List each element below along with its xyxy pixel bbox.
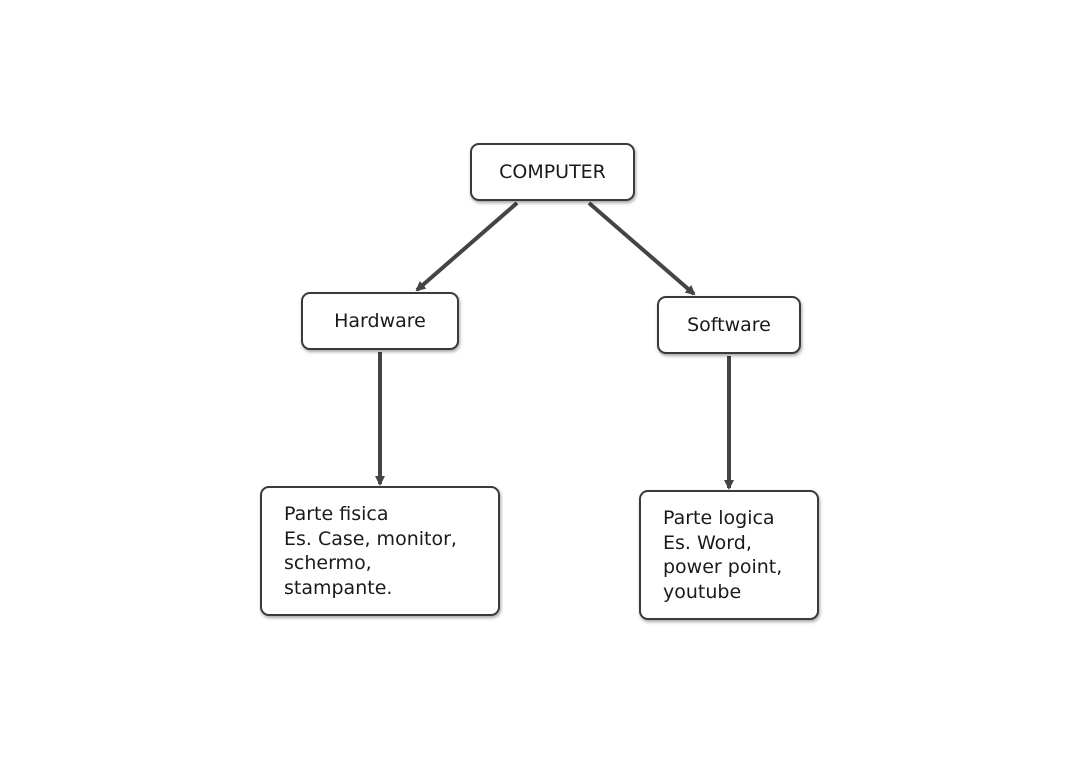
node-hardware-label: Hardware <box>334 310 426 332</box>
hardware-detail-line: schermo, <box>284 552 372 574</box>
node-software-label: Software <box>687 314 771 336</box>
node-software-detail: Parte logica Es. Word, power point, yout… <box>639 490 819 620</box>
software-detail-line: power point, <box>663 556 783 578</box>
node-computer: COMPUTER <box>470 143 635 201</box>
software-detail-line: Parte logica <box>663 507 775 529</box>
hardware-detail-line: stampante. <box>284 576 393 599</box>
software-detail-line: youtube <box>663 580 742 603</box>
arrow-computer-to-software <box>587 201 696 296</box>
node-software: Software <box>657 296 801 354</box>
node-computer-label: COMPUTER <box>499 161 606 183</box>
node-hardware-detail: Parte fisica Es. Case, monitor, schermo,… <box>260 486 500 616</box>
hardware-detail-line: Parte fisica <box>284 503 389 525</box>
arrow-computer-to-hardware <box>415 201 519 292</box>
hardware-detail-line: Es. Case, monitor, <box>284 527 457 550</box>
software-detail-line: Es. Word, <box>663 531 752 554</box>
node-hardware: Hardware <box>301 292 459 350</box>
